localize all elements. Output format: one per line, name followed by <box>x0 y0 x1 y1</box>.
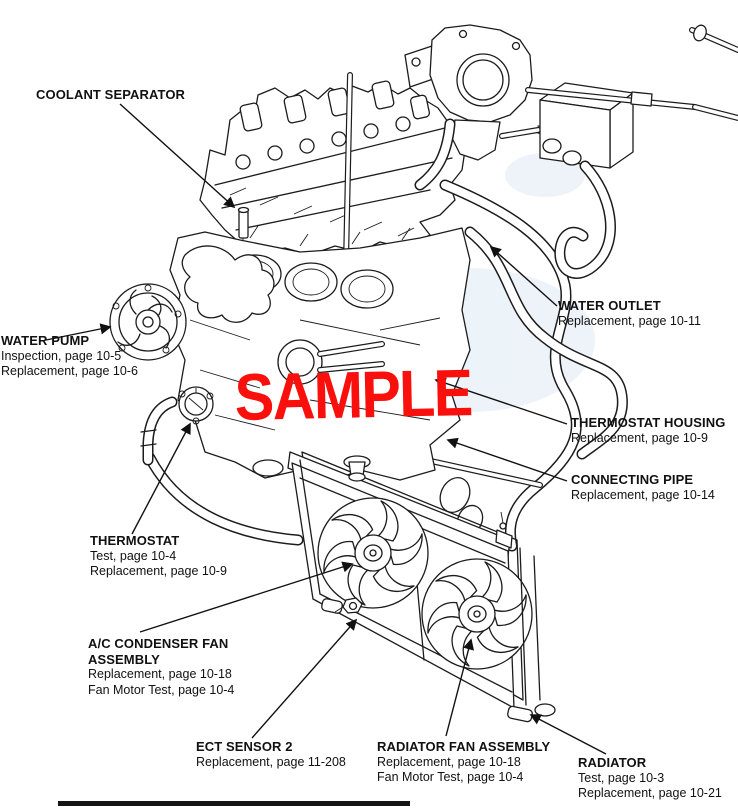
leader-coolant-separator <box>119 103 236 209</box>
label-connecting-pipe: CONNECTING PIPE Replacement, page 10-14 <box>571 472 715 503</box>
left-fan-art <box>317 497 429 609</box>
label-title: ECT SENSOR 2 <box>196 739 293 754</box>
label-water-pump: WATER PUMP Inspection, page 10-5 Replace… <box>1 333 138 380</box>
label-ref: Replacement, page 10-21 <box>578 786 722 800</box>
leader-ect-sensor <box>251 618 358 739</box>
leader-lines <box>45 103 607 755</box>
label-title: RADIATOR <box>578 755 647 770</box>
page-bottom-rule <box>58 801 410 806</box>
cylinder-head-art <box>199 80 466 270</box>
label-ref: Replacement, page 10-18 <box>377 754 521 769</box>
label-ref: Test, page 10-4 <box>90 548 177 563</box>
thermostat-art <box>140 386 214 466</box>
label-title: THERMOSTAT <box>90 533 180 548</box>
label-ref: Fan Motor Test, page 10-4 <box>88 682 235 697</box>
label-radiator-fan-assembly: RADIATOR FAN ASSEMBLY Replacement, page … <box>377 739 550 786</box>
label-thermostat-housing: THERMOSTAT HOUSING Replacement, page 10-… <box>571 415 725 446</box>
leader-water-outlet <box>489 245 558 307</box>
label-water-outlet: WATER OUTLET Replacement, page 10-11 <box>558 298 701 329</box>
label-ref: Replacement, page 10-18 <box>88 667 232 681</box>
label-ac-condenser-fan-assembly: A/C CONDENSER FAN ASSEMBLY Replacement, … <box>88 636 234 698</box>
label-thermostat: THERMOSTAT Test, page 10-4 Replacement, … <box>90 533 227 580</box>
label-radiator: RADIATOR Test, page 10-3 Replacement, pa… <box>578 755 722 802</box>
ect-sensor-art <box>334 597 363 614</box>
water-pump-art <box>109 245 275 361</box>
leader-connecting-pipe <box>446 437 568 482</box>
right-fan-art <box>421 558 533 670</box>
label-title: CONNECTING PIPE <box>571 472 694 487</box>
sample-watermark: SAMPLE <box>233 355 473 434</box>
leader-radiator-fan <box>445 638 475 737</box>
label-ref: Replacement, page 10-9 <box>571 430 708 445</box>
label-ref: Replacement, page 10-14 <box>571 487 715 502</box>
heater-pipe-art <box>525 24 738 121</box>
leader-thermostat-housing <box>434 377 568 425</box>
label-ref: Replacement, page 10-6 <box>1 364 138 378</box>
leader-radiator <box>529 714 607 755</box>
leader-thermostat <box>131 422 191 535</box>
label-title: WATER OUTLET <box>558 298 661 313</box>
label-title: RADIATOR FAN ASSEMBLY <box>377 739 551 754</box>
throttle-body-art <box>404 24 547 161</box>
relay-box-art <box>539 82 634 169</box>
label-title: WATER PUMP <box>1 333 90 348</box>
label-coolant-separator: COOLANT SEPARATOR <box>36 87 185 103</box>
label-ref: Test, page 10-3 <box>578 770 665 785</box>
label-ref: Replacement, page 11-208 <box>196 754 346 769</box>
leader-ac-condenser-fan <box>139 561 354 633</box>
label-ref: Replacement, page 10-11 <box>558 313 701 328</box>
label-title: ASSEMBLY <box>88 651 160 667</box>
label-ref: Replacement, page 10-9 <box>90 564 227 578</box>
label-title: THERMOSTAT HOUSING <box>571 415 726 430</box>
label-ref: Inspection, page 10-5 <box>1 348 122 363</box>
label-ref: Fan Motor Test, page 10-4 <box>377 770 524 784</box>
label-title: A/C CONDENSER FAN <box>88 636 229 651</box>
label-ect-sensor-2: ECT SENSOR 2 Replacement, page 11-208 <box>196 739 346 770</box>
label-title: COOLANT SEPARATOR <box>36 87 186 102</box>
radiator-art <box>287 451 556 723</box>
leader-water-pump <box>45 323 112 341</box>
